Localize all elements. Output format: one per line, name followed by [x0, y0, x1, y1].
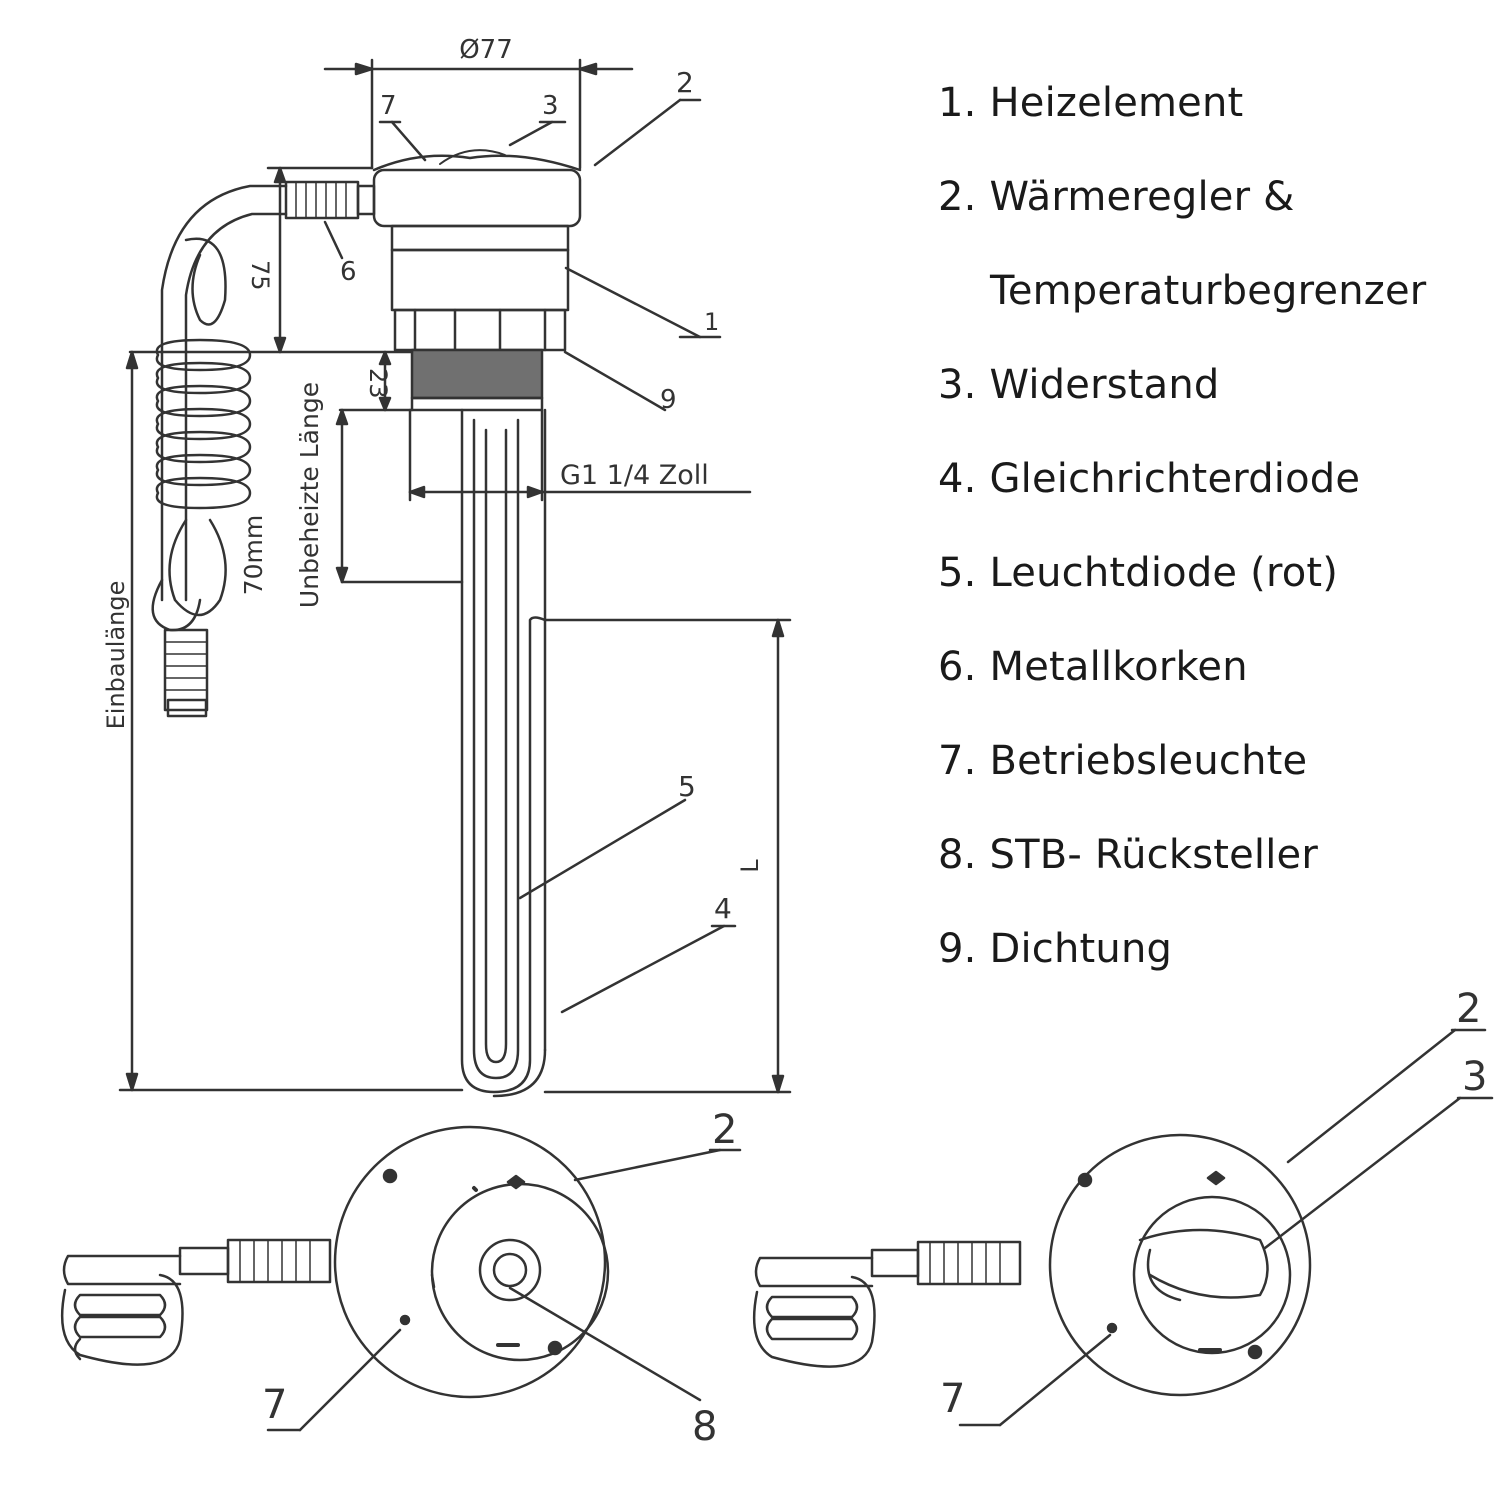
- callout-5: 5: [678, 770, 696, 803]
- legend-item-9: 9. Dichtung: [938, 926, 1173, 972]
- cable-assembly: [151, 180, 376, 718]
- unheated-value: 70mm: [239, 515, 268, 596]
- legend-item-6: 6. Metallkorken: [938, 644, 1248, 690]
- top-view-left: 2 8 7: [60, 1107, 742, 1450]
- legend-item-3: 3. Widerstand: [938, 362, 1220, 408]
- callout-2-left: 2: [712, 1107, 737, 1153]
- install-length-dimension: Einbaulänge: [102, 350, 464, 1092]
- diameter-dimension: Ø77: [323, 35, 634, 170]
- dim-23: 23: [128, 350, 414, 412]
- callout-9: 9: [660, 385, 677, 415]
- heating-element: [460, 408, 547, 1098]
- callout-7-side: 7: [380, 91, 397, 121]
- callout-6: 6: [340, 257, 357, 287]
- install-length-label: Einbaulänge: [102, 581, 130, 730]
- legend-item-2: 2. Wärmeregler &: [938, 174, 1295, 220]
- dim-75: 75: [246, 166, 374, 354]
- callout-8: 8: [692, 1404, 717, 1450]
- legend-item-7: 7. Betriebsleuchte: [938, 738, 1308, 784]
- parts-legend: 1. Heizelement 2. Wärmeregler & Temperat…: [938, 72, 1498, 1012]
- side-view: Ø77 G1 1/4 Zoll: [102, 35, 792, 1098]
- thread-dimension: G1 1/4 Zoll: [408, 408, 752, 502]
- thread-label: G1 1/4 Zoll: [560, 460, 709, 491]
- legend-item-1: 1. Heizelement: [938, 80, 1244, 126]
- callout-3-side: 3: [542, 91, 559, 121]
- callout-1: 1: [704, 308, 719, 336]
- controller-head: [372, 149, 582, 352]
- unheated-length-dimension: 70mm Unbeheizte Länge: [239, 382, 464, 608]
- callout-2-right: 2: [1456, 986, 1481, 1032]
- length-label: L: [736, 859, 764, 873]
- legend-item-5: 5. Leuchtdiode (rot): [938, 550, 1339, 596]
- top-view-right: 2 3 7: [752, 986, 1494, 1427]
- side-callouts: 2 7 3 1 9 6 5 4: [323, 66, 737, 1014]
- length-dimension: L: [543, 618, 792, 1094]
- seal: [410, 348, 544, 412]
- dim-23-label: 23: [364, 368, 392, 399]
- callout-7-left: 7: [262, 1382, 287, 1428]
- callout-4: 4: [714, 892, 732, 925]
- callout-7-right: 7: [940, 1376, 965, 1422]
- legend-item-2-continued: Temperaturbegrenzer: [990, 268, 1427, 314]
- legend-item-4: 4. Gleichrichterdiode: [938, 456, 1361, 502]
- dim-75-label: 75: [246, 260, 274, 291]
- diameter-label: Ø77: [459, 35, 513, 65]
- callout-2-side: 2: [676, 66, 694, 99]
- callout-3-right: 3: [1462, 1054, 1487, 1100]
- unheated-label: Unbeheizte Länge: [295, 382, 324, 608]
- legend-item-8: 8. STB- Rücksteller: [938, 832, 1319, 878]
